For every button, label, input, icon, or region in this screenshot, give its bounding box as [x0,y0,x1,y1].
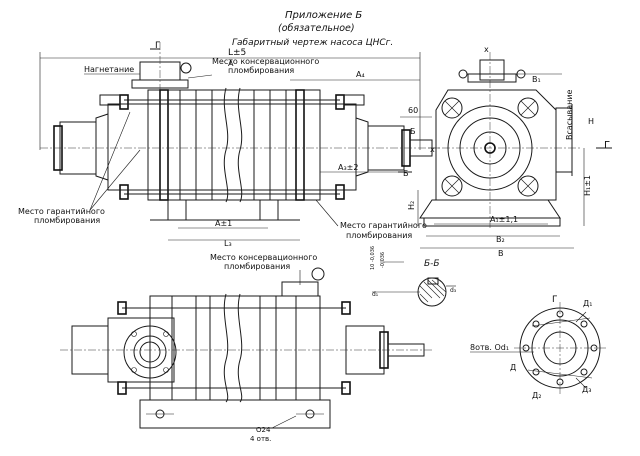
hole-dia: O24 [256,426,271,434]
seal-bottom-line2: пломбирования [224,262,290,271]
label-vsasyvanie: Всасывание [565,89,574,140]
flange-g: Г [552,295,558,305]
section-b-b: Б-Б 10 -0,036 -0,036 d₁ d₃ [370,246,457,307]
dim-l-total: L±5 [228,48,246,58]
side-view: L±5 A Г Нагнетание Место консервационног… [18,41,440,248]
flange-d2: Д₂ [532,391,541,400]
dim-60: 60 [408,106,418,115]
axis-x-left: x [430,145,435,154]
seal-right-line1: Место гарантийного [340,221,427,230]
seal-bottom-line1: Место консервационного [210,253,317,262]
section-label: Б-Б [424,259,440,269]
axis-x-top: x [484,45,489,54]
dim-l3: L₃ [224,239,232,248]
dim-h: H [588,117,594,126]
seal-top-line1: Место консервационного [212,57,319,66]
flange-d1: Д₁ [583,299,592,308]
tol-d1: d₁ [372,291,379,298]
end-view: x x B₁ Всасывание H Г [407,45,612,258]
dim-a1: A₁±1,1 [490,215,518,224]
dim-a4: A₄ [356,70,365,79]
dim-h2: H₂ [407,201,416,210]
seal-right-line2: пломбирования [346,231,412,240]
seal-left-line2: пломбирования [34,216,100,225]
holes-count: 4 отв. [250,435,271,443]
seal-left-line1: Место гарантийного [18,207,105,216]
dim-a3: A₃±2 [338,163,358,172]
shaft-dim: d₃ [450,287,457,294]
appendix-title: Приложение Б [285,10,362,21]
label-nagnetanie: Нагнетание [84,65,134,74]
dim-h1: H₁±1 [583,175,592,196]
drawing-title: Габаритный чертеж насоса ЦНСг. [232,38,393,48]
dim-b2: B₂ [496,235,505,244]
plan-view: Место консервационного пломбирования [60,253,434,443]
tol-line2: -0,036 [380,252,386,268]
section-g-right: Г [604,140,610,151]
flange-d3: Д₃ [582,385,591,394]
dim-a-pm1: A±1 [215,219,232,228]
tol-line1: 10 -0,036 [370,246,376,270]
dim-b1: B₁ [532,75,541,84]
section-g-top: Г [155,41,161,51]
section-b-lower: Б [403,169,409,178]
dim-a-label: A [228,59,234,68]
flange-d: Д [510,363,516,372]
dim-b: B [498,249,504,258]
section-b-upper: Б [410,127,416,136]
flange-detail: Г Д₁ 8отв. Od₁ Д Д₂ Д₃ [470,295,606,400]
seal-top-line2: пломбирования [228,66,294,75]
flange-holes: 8отв. Od₁ [470,343,509,352]
appendix-subtitle: (обязательное) [278,23,355,34]
